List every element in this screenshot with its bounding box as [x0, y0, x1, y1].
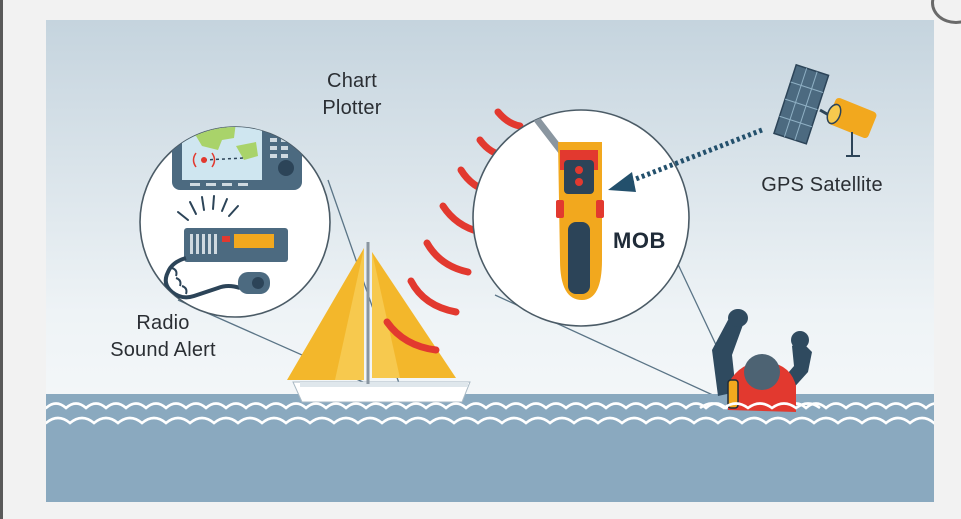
sea [46, 394, 934, 502]
chart-plotter-route [203, 157, 245, 161]
radio-label: Radio Sound Alert [82, 310, 244, 364]
window-edge [0, 0, 3, 519]
person-in-water [712, 309, 812, 412]
main-sail-shade [335, 248, 364, 380]
radio-label-line1: Radio [136, 312, 190, 334]
mob-label: MOB [613, 228, 666, 253]
chart-plotter-label-line2: Plotter [322, 97, 382, 119]
chart-plotter-label: Chart Plotter [302, 68, 402, 122]
person-left-arm [712, 320, 744, 396]
chart-plotter-label-line1: Chart [327, 70, 377, 92]
sound-rays-icon [177, 195, 239, 221]
jib-sail-shade [372, 252, 400, 378]
person-right-hand [791, 331, 809, 349]
gps-satellite-label: GPS Satellite [761, 174, 883, 196]
person-head [744, 354, 780, 390]
radio-coiled-cord [163, 256, 241, 300]
chart-plotter-alert-icon [201, 157, 207, 163]
gps-satellite-icon [773, 63, 877, 157]
boat-deck-stripe [300, 382, 468, 387]
gps-signal-arrowhead [608, 172, 636, 192]
person-left-hand [728, 309, 748, 327]
radio-label-line2: Sound Alert [110, 339, 216, 361]
mob-device-worn [727, 379, 739, 409]
mob-antenna [518, 110, 566, 156]
